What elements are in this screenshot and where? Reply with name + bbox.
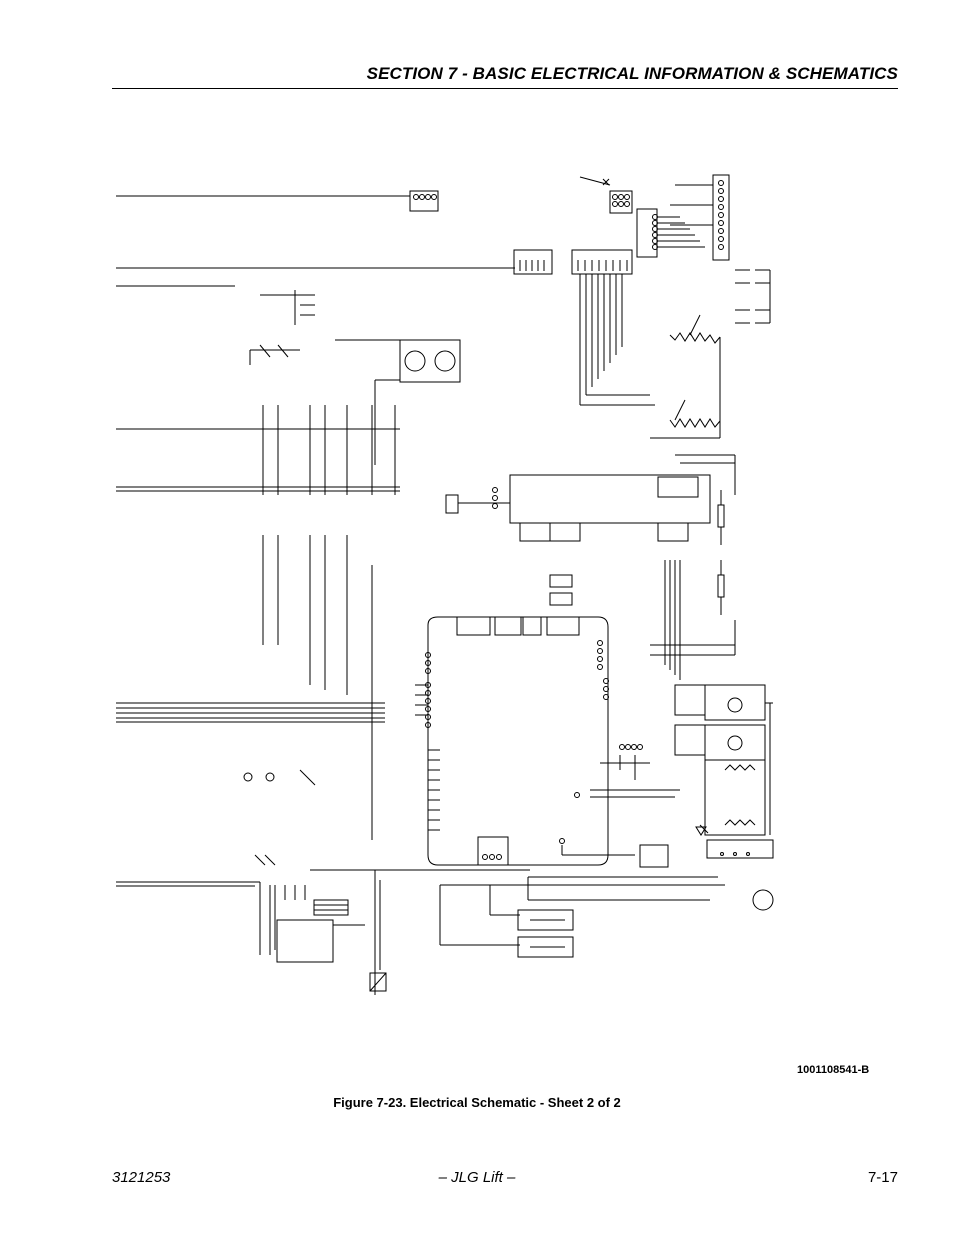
right-connector-column — [670, 174, 730, 261]
dual-alarm-units — [374, 339, 461, 465]
electrical-schematic-diagram — [116, 174, 774, 995]
controller-left-pins — [425, 652, 440, 831]
page-number: 7-17 — [867, 1169, 898, 1186]
upper-connector-row — [513, 249, 633, 275]
right-lower-harness — [559, 744, 680, 856]
ground-block — [369, 972, 387, 992]
lower-harness — [243, 769, 725, 995]
right-side-switches — [735, 269, 771, 324]
header-divider — [112, 88, 898, 89]
figure-caption: Figure 7-23. Electrical Schematic - Shee… — [333, 1095, 621, 1110]
sensor-assemblies — [650, 490, 736, 680]
section-title: SECTION 7 - BASIC ELECTRICAL INFORMATION… — [366, 64, 898, 83]
potentiometers — [650, 314, 721, 439]
drawing-number: 1001108541-B — [797, 1064, 870, 1076]
controller-top-connectors — [456, 574, 580, 636]
mid-module — [445, 454, 736, 542]
vertical-harness — [579, 274, 655, 406]
mid-connector-block — [636, 208, 705, 258]
left-relays — [249, 290, 410, 365]
top-connector-2 — [579, 176, 633, 214]
top-connector-1 — [409, 190, 439, 212]
controller-bottom-connector — [477, 836, 509, 866]
vertical-feed-lines — [262, 405, 396, 840]
right-motor-section — [639, 684, 774, 911]
battery-packs — [517, 909, 574, 958]
manual-number: 3121253 — [112, 1169, 171, 1186]
main-controller-harness — [415, 616, 609, 866]
controller-right-pins — [597, 640, 609, 700]
left-bus-lines — [116, 195, 515, 887]
footer-company: – JLG Lift – — [438, 1169, 516, 1186]
control-box-bottom-left — [276, 885, 365, 963]
